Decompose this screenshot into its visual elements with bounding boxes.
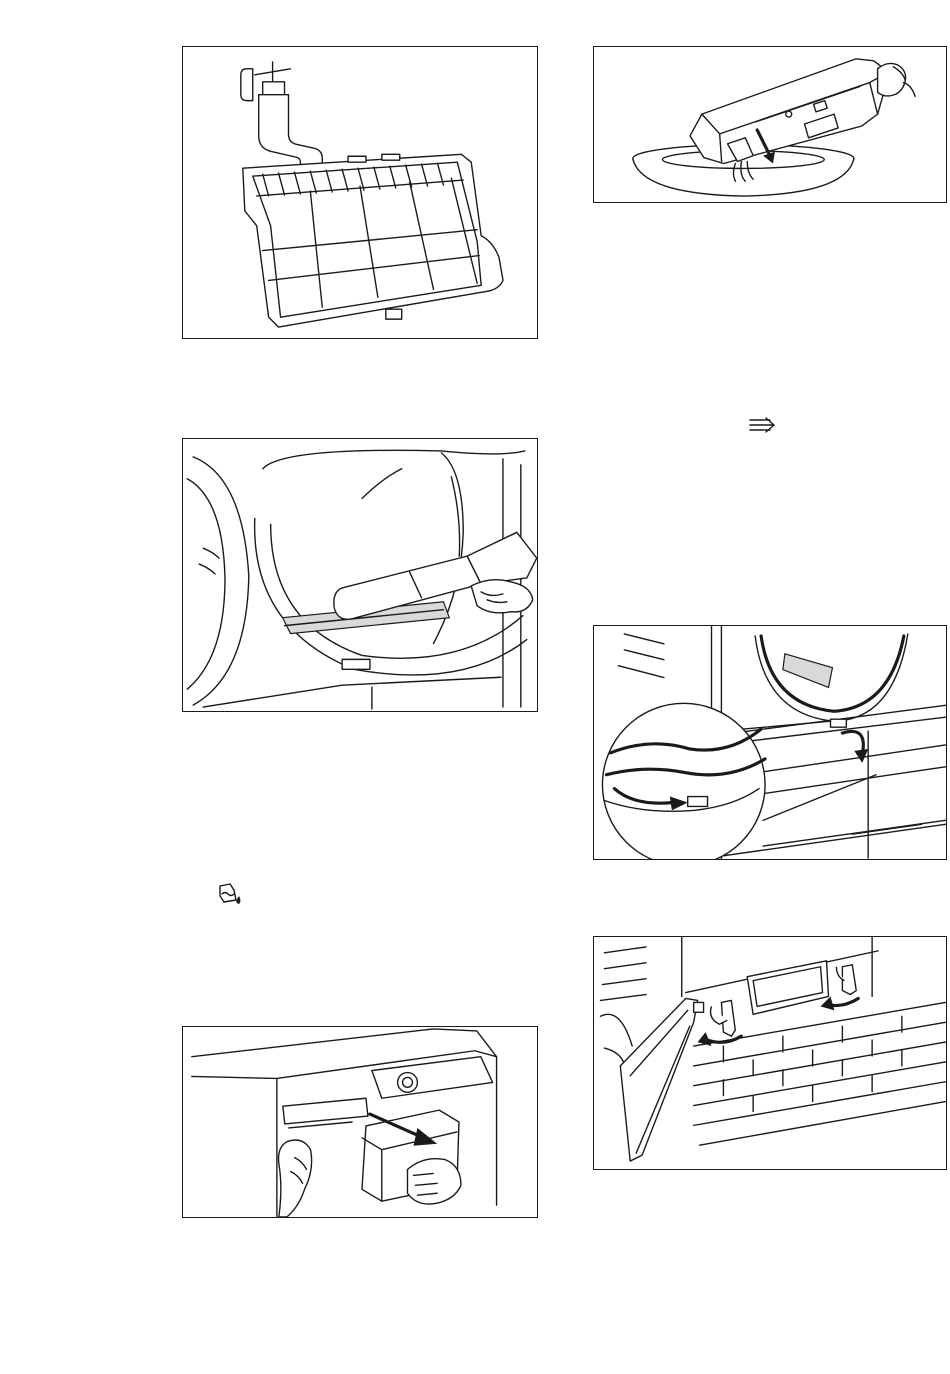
water-container-symbol [216,882,244,908]
lever-rotate-illustration [594,937,946,1169]
drawer-pull-illustration [183,1027,537,1217]
tap-water-filter-illustration [183,47,537,338]
figure-vacuum-door-seal [182,438,538,712]
pour-water-bowl-illustration [594,47,946,202]
flow-arrow-symbol [748,416,778,434]
vacuum-nozzle-illustration [183,439,537,711]
figure-pull-out-water-container [182,1026,538,1218]
figure-empty-water-container [593,46,947,203]
figure-open-base-cover [593,625,947,860]
base-cover-latch-illustration [594,626,946,859]
figure-unlock-condenser-levers [593,936,947,1170]
figure-tap-rinse-filter [182,46,538,339]
